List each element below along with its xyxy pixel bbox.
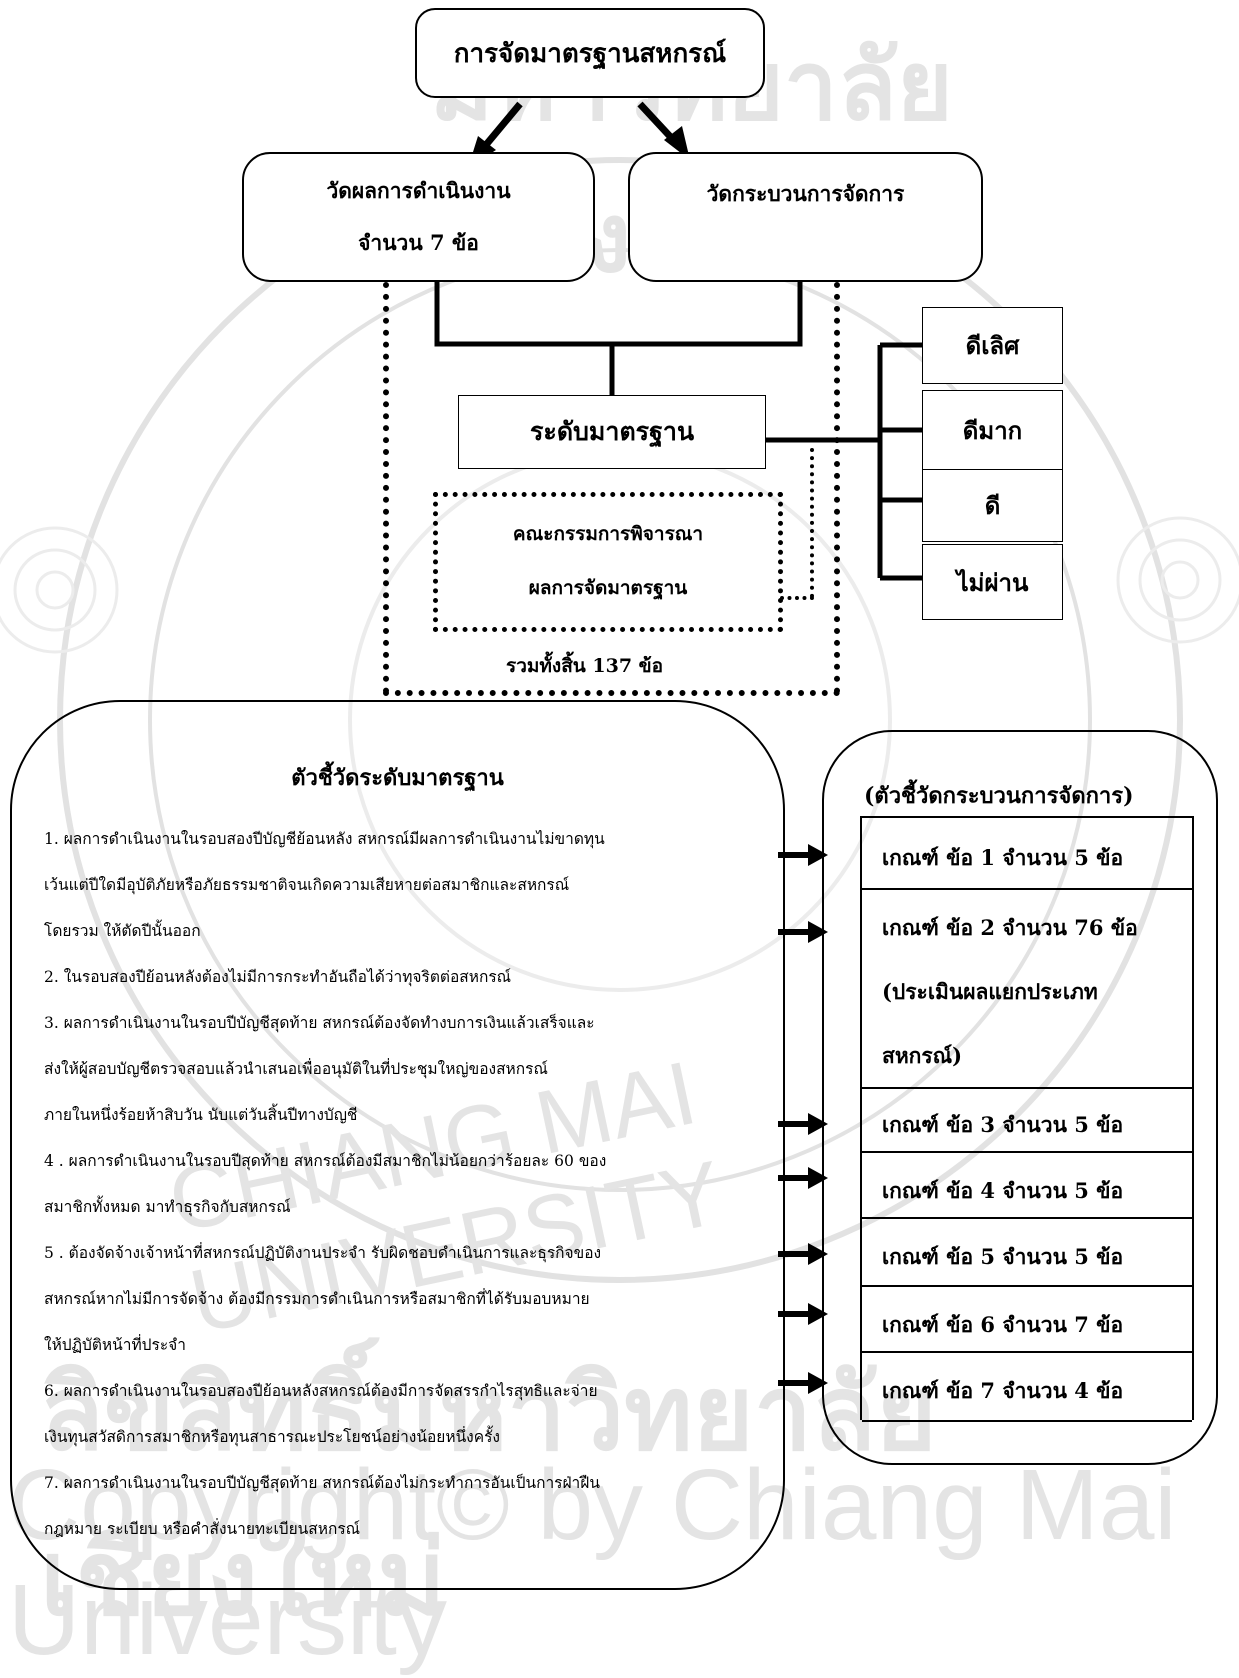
level-good-label: ดี [984,491,1001,520]
dotted-frame-bottom [383,690,840,696]
level-excellent-box: ดีเลิศ [922,307,1063,384]
criteria-row: เกณฑ์ ข้อ 1 จำนวน 5 ข้อ [862,818,1192,890]
criteria-row: เกณฑ์ ข้อ 5 จำนวน 5 ข้อ [862,1219,1192,1287]
performance-count: จำนวน 7 ข้อ [358,230,479,255]
cooperative-standard-title: การจัดมาตรฐานสหกรณ์ [453,38,727,69]
indicator-line: ให้ปฏิบัติหน้าที่ประจำ [44,1336,186,1354]
merge-bracket [434,282,803,347]
cooperative-standard-box: การจัดมาตรฐานสหกรณ์ [415,8,765,98]
level-excellent-label: ดีเลิศ [965,331,1020,360]
indicator-line: สหกรณ์หากไม่มีการจัดจ้าง ต้องมีกรรมการดำ… [44,1290,590,1308]
criteria-row-text: เกณฑ์ ข้อ 1 จำนวน 5 ข้อ [882,845,1124,870]
watermark-flower-right-icon [1116,516,1239,644]
indicator-line: เงินทุนสวัสดิการสมาชิกหรือทุนสาธารณะประโ… [44,1428,500,1446]
criteria-row-text: (ประเมินผลแยกประเภท [882,979,1098,1004]
process-criteria-panel: (ตัวชี้วัดกระบวนการจัดการ) เกณฑ์ ข้อ 1 จ… [822,730,1218,1465]
dotted-frame-right [834,282,840,694]
criteria-row-text: เกณฑ์ ข้อ 3 จำนวน 5 ข้อ [882,1112,1124,1137]
criteria-table: เกณฑ์ ข้อ 1 จำนวน 5 ข้อ เกณฑ์ ข้อ 2 จำนว… [860,816,1194,1422]
indicator-line: โดยรวม ให้ตัดปีนั้นออก [44,922,201,940]
performance-title: วัดผลการดำเนินงาน [326,178,511,203]
watermark-flower-left-icon [0,526,119,654]
indicator-line: กฎหมาย ระเบียบ หรือคำสั่งนายทะเบียนสหกรณ… [44,1520,361,1538]
criteria-row: เกณฑ์ ข้อ 2 จำนวน 76 ข้อ (ประเมินผลแยกปร… [862,890,1192,1089]
standard-level-box: ระดับมาตรฐาน [458,395,766,469]
indicator-line: เว้นแต่ปีใดมีอุบัติภัยหรือภัยธรรมชาติจนเ… [44,876,570,894]
criteria-row: เกณฑ์ ข้อ 6 จำนวน 7 ข้อ [862,1287,1192,1353]
indicator-line: 1. ผลการดำเนินงานในรอบสองปีบัญชีย้อนหลัง… [44,830,605,848]
indicator-line: สมาชิกทั้งหมด มาทำธุรกิจกับสหกรณ์ [44,1198,291,1216]
indicator-line: 6. ผลการดำเนินงานในรอบสองปีย้อนหลังสหกรณ… [44,1382,598,1400]
criteria-row: เกณฑ์ ข้อ 3 จำนวน 5 ข้อ [862,1089,1192,1153]
level-fail-box: ไม่ผ่าน [922,544,1063,620]
level-very-good-box: ดีมาก [922,390,1063,470]
dotted-committee-link-h [780,596,814,600]
dotted-committee-link-v [810,448,814,598]
criteria-row-text: เกณฑ์ ข้อ 6 จำนวน 7 ข้อ [882,1312,1124,1337]
process-criteria-title: (ตัวชี้วัดกระบวนการจัดการ) [864,783,1134,809]
indicator-line: 7. ผลการดำเนินงานในรอบปีบัญชีสุดท้าย สหก… [44,1474,600,1492]
committee-line-2: ผลการจัดมาตรฐาน [528,577,688,599]
level-very-good-label: ดีมาก [962,415,1023,445]
level-fail-label: ไม่ผ่าน [956,567,1029,597]
indicator-line: 3. ผลการดำเนินงานในรอบปีบัญชีสุดท้าย สหก… [44,1014,595,1032]
standard-indicators-title: ตัวชี้วัดระดับมาตรฐาน [291,765,504,791]
criteria-row-text: เกณฑ์ ข้อ 7 จำนวน 4 ข้อ [882,1378,1124,1403]
criteria-arrows [778,844,828,1394]
process-box: วัดกระบวนการจัดการ [628,152,983,282]
standard-indicators-panel: ตัวชี้วัดระดับมาตรฐาน 1. ผลการดำเนินงานใ… [10,700,785,1590]
indicator-line: ส่งให้ผู้สอบบัญชีตรวจสอบแล้วนำเสนอเพื่ออ… [44,1060,548,1078]
criteria-row: เกณฑ์ ข้อ 4 จำนวน 5 ข้อ [862,1153,1192,1219]
process-title: วัดกระบวนการจัดการ [706,181,905,206]
criteria-row-text: เกณฑ์ ข้อ 2 จำนวน 76 ข้อ [882,915,1138,940]
indicator-line: 2. ในรอบสองปีย้อนหลังต้องไม่มีการกระทำอั… [44,968,512,986]
arrow-head-process [664,126,690,160]
indicator-line: ภายในหนึ่งร้อยห้าสิบวัน นับแต่วันสิ้นปีท… [44,1106,358,1124]
standard-level-title: ระดับมาตรฐาน [529,417,695,446]
indicator-line: 5 . ต้องจัดจ้างเจ้าหน้าที่สหกรณ์ปฏิบัติง… [44,1244,602,1262]
performance-box: วัดผลการดำเนินงาน จำนวน 7 ข้อ [242,152,595,282]
criteria-row-text: เกณฑ์ ข้อ 4 จำนวน 5 ข้อ [882,1178,1124,1203]
committee-box: คณะกรรมการพิจารณา ผลการจัดมาตรฐาน [433,492,783,632]
committee-line-1: คณะกรรมการพิจารณา [512,523,704,545]
criteria-row-text: สหกรณ์) [882,1043,963,1068]
total-items-label: รวมทั้งสิ้น 137 ข้อ [506,655,664,677]
criteria-row: เกณฑ์ ข้อ 7 จำนวน 4 ข้อ [862,1353,1192,1422]
dotted-frame-left [383,282,389,694]
criteria-row-text: เกณฑ์ ข้อ 5 จำนวน 5 ข้อ [882,1244,1124,1269]
indicator-line: 4 . ผลการดำเนินงานในรอบปีสุดท้าย สหกรณ์ต… [44,1152,607,1170]
level-good-box: ดี [922,469,1063,542]
